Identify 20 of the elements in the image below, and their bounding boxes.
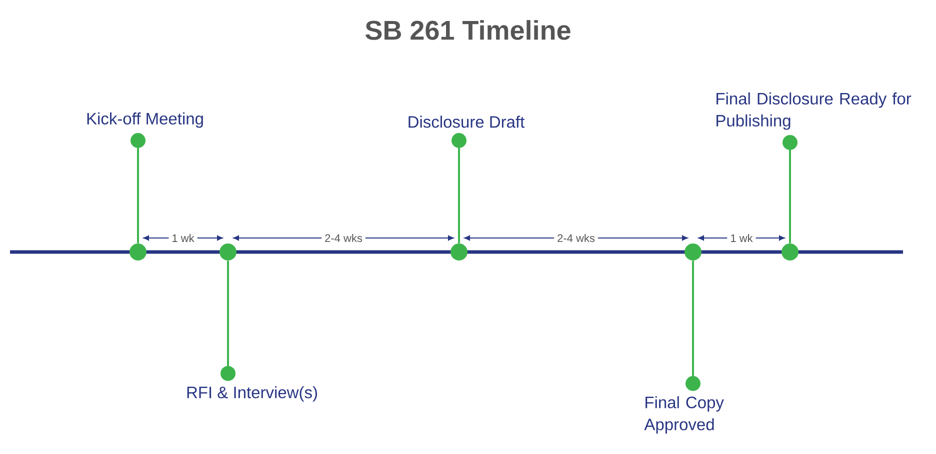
timeline-dot [450,244,468,260]
milestone-label: RFI & Interview(s) [187,386,317,402]
milestone-label: Final Disclosure Ready for Publishing [716,92,912,130]
timeline-dot [220,244,236,260]
title: SB 261 Timeline [366,20,570,40]
edge-label: 2-4 wks [322,230,366,246]
stem-line [220,260,236,381]
milestone-label: Disclosure Draft [408,116,525,128]
milestone-label: Kick-off Meeting [87,112,203,128]
stem-line [782,135,798,244]
edge-label: 1 wk [168,231,198,245]
timeline-dot [130,244,146,260]
stem-line [130,133,146,244]
edge-label: 2-4 wks [554,230,598,246]
stem-line [452,133,466,244]
edge-label: 1 wk [727,231,756,245]
milestone-label: Final Copy Approved [644,396,724,434]
stem-line [686,260,700,391]
timeline-dot [684,244,702,260]
timeline-dot [782,244,798,260]
